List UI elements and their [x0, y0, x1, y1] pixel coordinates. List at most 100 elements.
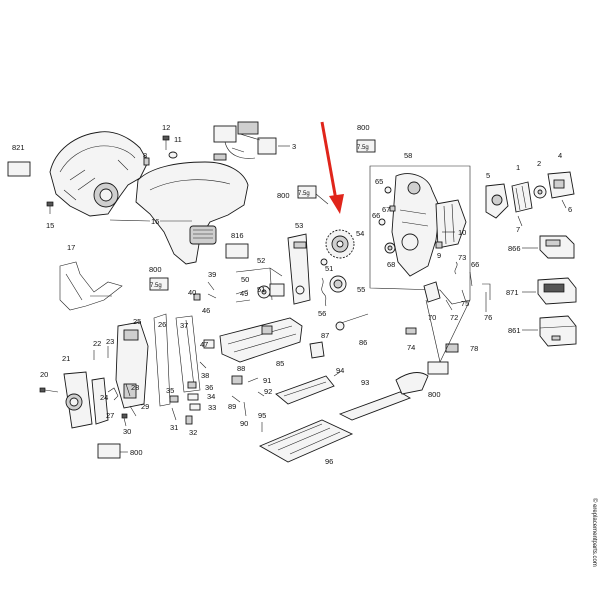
rod-37: 37	[175, 315, 201, 393]
shoe-assembly-85: 85	[219, 317, 303, 368]
callout-861: 861	[508, 326, 521, 335]
part-68: 68	[384, 242, 396, 269]
part-70: 70	[423, 281, 441, 322]
part-74: 74	[405, 327, 417, 352]
part-88: 88	[231, 364, 245, 385]
part-10: 10	[442, 228, 466, 237]
callout-800-f-group: 800	[98, 459, 111, 468]
part-67: 67	[382, 205, 396, 214]
shoe-96: 96	[258, 419, 354, 466]
part-49: 49	[235, 289, 251, 303]
callout-86: 86	[359, 338, 367, 347]
callout-39: 39	[208, 270, 216, 279]
label-card-816: 816	[225, 231, 249, 259]
plate-24: 24	[91, 377, 109, 425]
callout-73: 73	[458, 253, 466, 262]
part-38: 38	[199, 361, 209, 380]
callout-56: 56	[318, 309, 326, 318]
callout-866: 866	[508, 244, 521, 253]
bearing-block-52	[269, 283, 285, 297]
callout-30: 30	[123, 427, 131, 436]
part-78: 78	[445, 343, 478, 353]
grease-800-right: 800	[427, 361, 449, 399]
callout-10: 10	[458, 228, 466, 237]
callout-20: 20	[40, 370, 48, 379]
callout-27: 27	[106, 411, 114, 420]
callout-51-a: 51	[257, 285, 265, 294]
screw-15: 15	[46, 201, 54, 230]
grease-7-5g-c: 7.5g	[357, 145, 369, 151]
callout-66-a: 66	[372, 211, 380, 220]
callout-67: 67	[382, 205, 390, 214]
callout-28: 28	[131, 383, 139, 392]
grease-800-motor: 800 7.5g	[356, 123, 376, 153]
grease-7-5g-a: 7.5g	[298, 191, 310, 197]
callout-2: 2	[537, 159, 541, 168]
callout-40: 40	[188, 288, 196, 297]
part-91: 91	[247, 376, 271, 385]
callout-11: 11	[174, 135, 182, 144]
charger-871: 871	[506, 277, 577, 305]
spring-56: 56	[318, 277, 326, 318]
washer-51: 51	[320, 258, 333, 273]
switch-25: 25	[115, 317, 149, 409]
grease-7-5g-b: 7.5g	[150, 283, 162, 289]
callout-51-b: 51	[325, 264, 333, 273]
kit-box-861: 861	[508, 315, 577, 347]
callout-89: 89	[228, 402, 236, 411]
end-cap-4: 4	[547, 151, 575, 199]
housing-left-half	[49, 131, 149, 217]
bearing-55: 55	[329, 275, 365, 294]
callout-35: 35	[166, 386, 174, 395]
callout-4: 4	[558, 151, 562, 160]
callout-92: 92	[264, 387, 272, 396]
callout-800-c: 800	[149, 265, 162, 274]
base-plate-94: 94	[275, 366, 344, 405]
callout-36: 36	[205, 383, 213, 392]
callout-54: 54	[356, 229, 364, 238]
callout-93: 93	[361, 378, 369, 387]
blade-holder-26: 26	[153, 313, 171, 407]
lever-86: 86	[335, 313, 369, 347]
screw-28: 28	[125, 383, 139, 397]
callout-16-group: 16	[109, 217, 192, 226]
motor-body	[435, 199, 467, 249]
part-87: 87	[309, 331, 329, 359]
pin-11: 11	[168, 135, 182, 159]
callout-53: 53	[295, 221, 303, 230]
callout-800-a: 800	[357, 123, 370, 132]
callout-58: 58	[404, 151, 412, 160]
part-9: 9	[435, 241, 443, 260]
callout-5: 5	[486, 171, 490, 180]
callout-52: 52	[257, 256, 265, 265]
plate-53: 53	[287, 221, 311, 305]
callout-90: 90	[240, 419, 248, 428]
callout-72: 72	[450, 313, 458, 322]
screw-12: 12	[162, 123, 170, 150]
callout-800-b: 800	[277, 191, 290, 200]
part-34: 34	[187, 392, 215, 401]
callout-49: 49	[240, 289, 248, 298]
callout-15: 15	[46, 221, 54, 230]
guard-wire-17: 17	[59, 243, 123, 311]
part-32: 32	[185, 415, 197, 437]
callout-78: 78	[470, 344, 478, 353]
callout-68: 68	[387, 260, 395, 269]
pin-29: 29	[129, 402, 149, 417]
part-36: 36	[187, 381, 213, 392]
grease-800-lower-left: 800	[97, 443, 143, 459]
red-pointer-arrow	[320, 121, 344, 214]
pendulum-51: 51	[257, 285, 271, 299]
bracket-76: 76	[482, 283, 492, 322]
part-40: 40	[188, 288, 201, 301]
spring-27: 27	[106, 387, 119, 420]
bracket-5: 5	[485, 171, 509, 219]
battery-866: 866	[508, 235, 575, 259]
dust-tube	[395, 372, 429, 395]
callout-6: 6	[568, 205, 572, 214]
lens-21: 21	[62, 354, 93, 429]
screw-20: 20	[39, 370, 59, 393]
callout-33: 33	[208, 403, 216, 412]
grease-800-top: 800 7.5g	[277, 185, 329, 205]
callout-800-g: 800	[130, 448, 143, 457]
